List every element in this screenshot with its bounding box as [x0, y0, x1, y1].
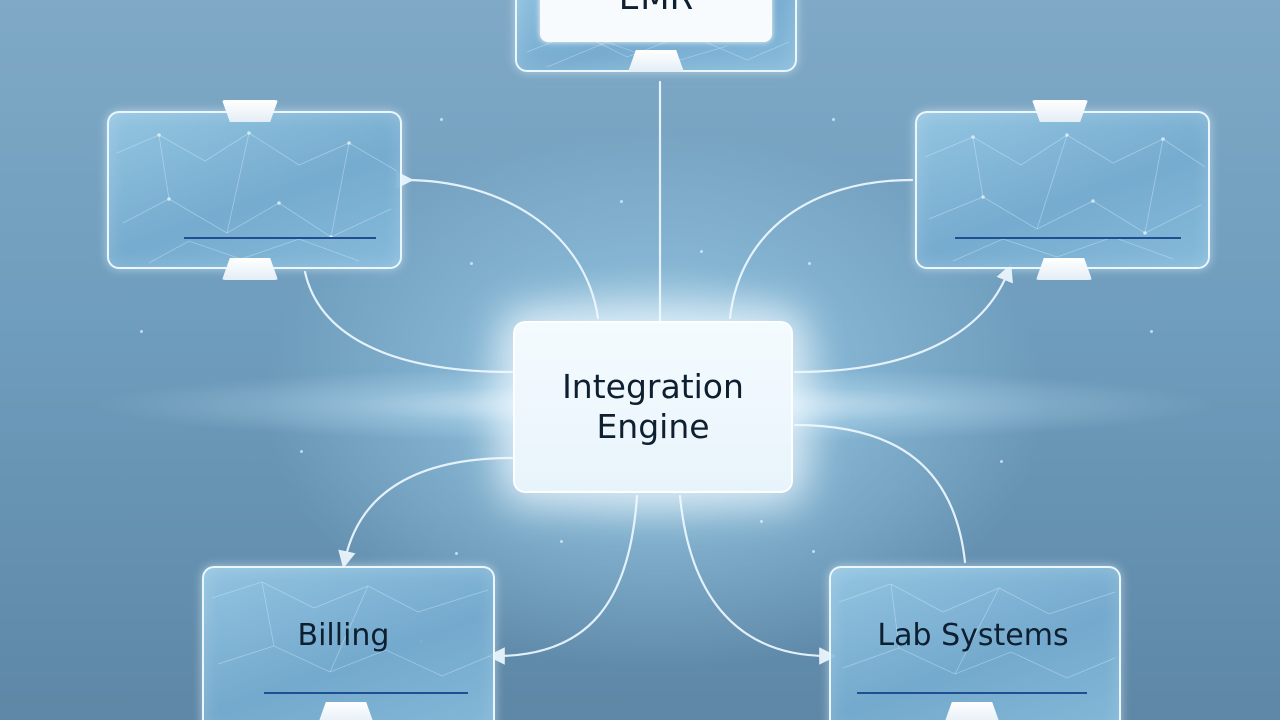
particle-dot [812, 550, 815, 553]
particle-dot [832, 118, 835, 121]
node-top-right [915, 111, 1210, 269]
particle-dot [300, 450, 303, 453]
top-left-tab-bottom [222, 258, 278, 280]
node-lab-systems-label: Lab Systems [877, 618, 1069, 653]
link-engine-billing-lower [487, 494, 639, 665]
network-texture [211, 581, 491, 677]
particle-dot [470, 262, 473, 265]
node-lab-systems: Lab Systems [829, 566, 1121, 720]
link-topleft-engine [396, 171, 600, 320]
node-top-left [107, 111, 402, 269]
link-topright-engine [728, 178, 914, 320]
particle-dot [1000, 460, 1003, 463]
particle-dot [760, 520, 763, 523]
particle-dot [808, 262, 811, 265]
top-right-tab-bottom [1036, 258, 1092, 280]
particle-dot [455, 552, 458, 555]
node-lab-systems-underline [857, 692, 1087, 694]
link-engine-topright-lower [793, 263, 1013, 374]
top-right-tab-top [1032, 100, 1088, 122]
link-engine-billing [338, 456, 514, 569]
node-billing-underline [264, 692, 468, 694]
node-billing-label: Billing [297, 618, 390, 653]
network-texture [116, 131, 398, 264]
link-engine-topleft-lower [303, 270, 514, 374]
node-billing: Billing [202, 566, 495, 720]
particle-dot [620, 200, 623, 203]
link-engine-lab [793, 423, 967, 564]
emr-connector-tab [628, 50, 684, 72]
node-top-left-underline [184, 237, 376, 239]
network-texture [924, 133, 1206, 262]
engine-label-line-2: Engine [596, 407, 710, 446]
node-integration-engine: Integration Engine [513, 321, 793, 493]
lab-systems-tab-bottom [944, 702, 1000, 720]
particle-dot [440, 118, 443, 121]
particle-dot [700, 250, 703, 253]
particle-dot [140, 330, 143, 333]
particle-dot [560, 540, 563, 543]
network-texture [838, 583, 1116, 679]
link-engine-lab-lower [678, 494, 837, 665]
billing-tab-bottom [318, 702, 374, 720]
node-top-right-underline [955, 237, 1181, 239]
node-emr-label: EMR [540, 0, 772, 18]
engine-label-line-1: Integration [562, 367, 744, 406]
particle-dot [1150, 330, 1153, 333]
node-integration-engine-label: Integration Engine [515, 367, 791, 447]
emr-label-plate [540, 0, 772, 42]
top-left-tab-top [222, 100, 278, 122]
